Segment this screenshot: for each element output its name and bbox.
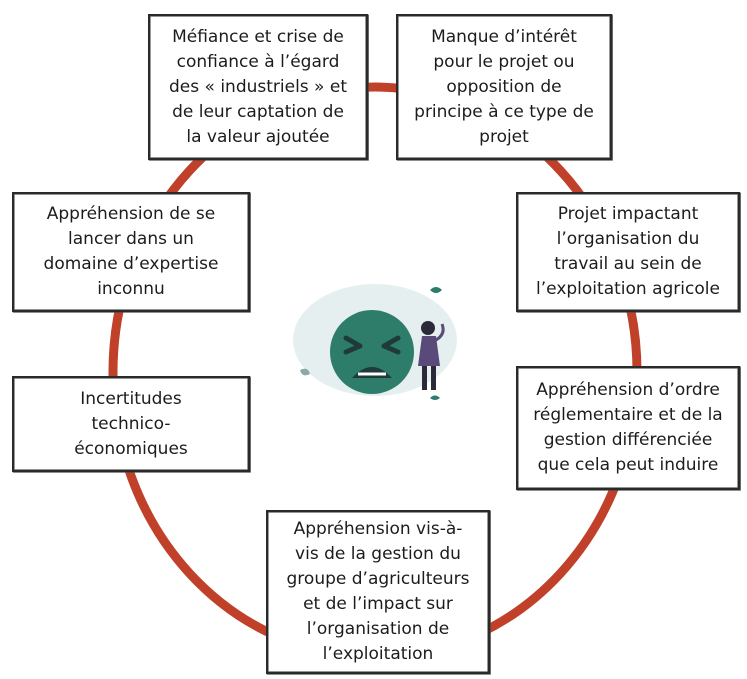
person-icon: [418, 321, 445, 390]
box-organisation-travail: Projet impactant l’organisation du trava…: [516, 192, 740, 312]
leaf-icon: [430, 287, 442, 293]
box-manque-interet: Manque d’intérêt pour le projet ou oppos…: [396, 14, 612, 160]
box-incertitudes: Incertitudes technico- économiques: [12, 376, 250, 472]
sad-face-icon: [330, 310, 414, 394]
box-mefiance: Méfiance et crise de confiance à l’égard…: [148, 14, 368, 160]
leaf-icon: [300, 368, 310, 376]
frustrated-person-illustration: [293, 284, 457, 400]
box-reglementaire: Appréhension d’ordre réglementaire et de…: [516, 366, 740, 490]
box-apprehension-expertise: Appréhension de se lancer dans un domain…: [12, 192, 250, 312]
box-gestion-groupe: Appréhension vis-à- vis de la gestion du…: [266, 510, 490, 674]
leaf-icon: [430, 395, 440, 400]
